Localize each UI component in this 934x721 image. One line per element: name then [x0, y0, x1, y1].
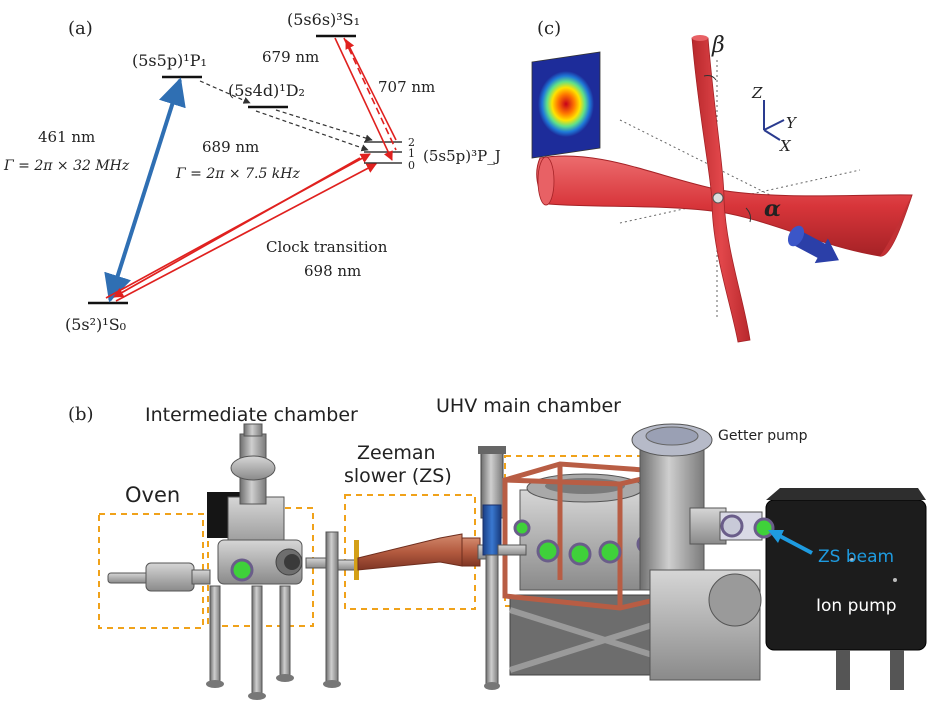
- zeeman-slower: [357, 533, 499, 571]
- label-uhv-main-chamber: UHV main chamber: [436, 395, 621, 417]
- axis-z-label: Z: [751, 84, 763, 102]
- label-689-width: Γ = 2π × 7.5 kHz: [175, 166, 300, 182]
- imaging-beam-arrow: [787, 225, 839, 264]
- intermediate-chamber: [206, 423, 333, 700]
- level-label-1p1: (5s5p)¹P₁: [132, 51, 207, 70]
- decay-1d2-to-3p2: [275, 109, 373, 142]
- vertical-dipole-beam: [691, 37, 751, 343]
- label-679nm: 679 nm: [262, 48, 319, 66]
- label-oven: Oven: [125, 483, 180, 507]
- level-label-1s0: (5s²)¹S₀: [65, 315, 126, 334]
- oven: [107, 562, 211, 592]
- trapped-atom-cloud: [712, 192, 724, 204]
- level-label-3s1: (5s6s)³S₁: [287, 10, 360, 29]
- zs-beam-window: [753, 517, 775, 539]
- j-label-1: 1: [408, 147, 415, 160]
- angle-beta: β: [711, 33, 725, 58]
- level-label-1d2: (5s4d)¹D₂: [228, 81, 305, 100]
- label-intermediate-chamber: Intermediate chamber: [145, 404, 358, 426]
- axis-x-label: X: [779, 137, 792, 155]
- vertical-tube: [478, 446, 506, 690]
- oven-box: [98, 513, 204, 629]
- label-707nm: 707 nm: [378, 78, 435, 96]
- transition-707: [345, 39, 397, 141]
- label-ion-pump: Ion pump: [816, 596, 897, 616]
- label-461-width: Γ = 2π × 32 MHz: [3, 158, 130, 174]
- label-zeeman-line2: slower (ZS): [344, 465, 452, 487]
- j-label-0: 0: [408, 159, 415, 172]
- label-zs-beam: ZS beam: [818, 547, 894, 567]
- reference-line-diagonal: [619, 169, 861, 224]
- decay-1p1-to-1d2: [199, 80, 251, 104]
- panel-a-label: (a): [68, 18, 93, 39]
- getter-pump: [631, 423, 763, 591]
- coordinate-axes: Z Y X: [751, 84, 798, 155]
- transition-689-return: [113, 157, 361, 298]
- viewport-window-3: [568, 542, 592, 566]
- transition-461-arrow: [104, 77, 186, 303]
- zs-beam-arrow: [775, 532, 813, 555]
- label-clock-transition: Clock transition: [266, 238, 388, 256]
- transition-decay-3s1: [343, 37, 397, 151]
- viewport-window-4: [598, 540, 622, 564]
- viewport-window-intermediate: [230, 558, 254, 582]
- level-label-3pj: (5s5p)³P_J: [423, 147, 501, 165]
- panel-b-label: (b): [68, 404, 94, 425]
- panel-c-label: (c): [537, 18, 561, 39]
- ion-pump: [649, 488, 927, 690]
- cloud-image: [531, 51, 601, 159]
- decay-1d2-to-3p1: [255, 110, 369, 152]
- angle-alpha: α: [764, 196, 781, 222]
- label-getter-pump: Getter pump: [718, 428, 808, 444]
- reference-line-horizontal: [619, 119, 881, 251]
- label-698nm: 698 nm: [304, 262, 361, 280]
- transition-698-clock: [115, 163, 377, 302]
- viewport-window-1: [513, 519, 531, 537]
- panel-a: (a) (5s5p)¹P₁ (5s4d)¹D₂ (5s6s)³S₁ (5s5p)…: [3, 10, 501, 334]
- viewport-window-2: [536, 539, 560, 563]
- axis-y-label: Y: [786, 114, 798, 132]
- label-461nm: 461 nm: [38, 128, 95, 146]
- label-689nm: 689 nm: [202, 138, 259, 156]
- panel-c: (c) β α Z: [531, 18, 913, 343]
- label-zeeman-line1: Zeeman: [357, 442, 436, 464]
- panel-b: (b): [68, 395, 927, 700]
- transition-679: [334, 37, 393, 161]
- j-label-2: 2: [408, 136, 415, 149]
- gate-valve-stand: [323, 531, 359, 688]
